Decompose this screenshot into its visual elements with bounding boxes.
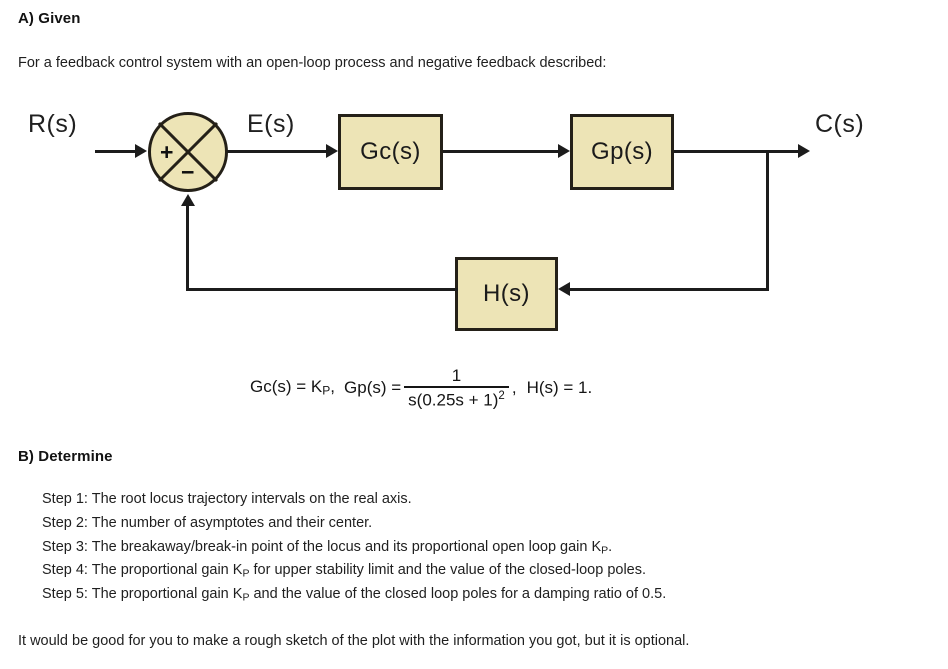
equation-process-lead: Gp(s) = bbox=[344, 377, 402, 397]
section-heading-determine: B) Determine bbox=[18, 448, 113, 465]
equation-fraction-denominator: s(0.25s + 1)2 bbox=[404, 386, 509, 409]
equation-fraction-numerator: 1 bbox=[451, 366, 462, 385]
wire-output-branch-down bbox=[766, 150, 769, 291]
equation-controller-subscript: P bbox=[322, 384, 331, 398]
arrowhead-output-cs bbox=[798, 144, 810, 158]
step-text-pre: Step 1: The root locus trajectory interv… bbox=[42, 491, 412, 507]
step-text-pre: Step 3: The breakaway/break-in point of … bbox=[42, 538, 602, 555]
step-subscript: P bbox=[242, 591, 250, 604]
diagram-label-input-rs: R(s) bbox=[28, 110, 78, 138]
step-text-post: and the value of the closed loop poles f… bbox=[249, 586, 667, 603]
wire-summing-to-controller bbox=[227, 150, 331, 153]
arrowhead-into-process bbox=[558, 144, 570, 158]
summing-sign-negative: − bbox=[181, 159, 195, 185]
closing-note-text: It would be good for you to make a rough… bbox=[18, 633, 690, 649]
diagram-label-output-cs: C(s) bbox=[815, 110, 865, 138]
block-feedback-h: H(s) bbox=[455, 257, 558, 331]
arrowhead-into-controller bbox=[326, 144, 338, 158]
equation-denominator-text: s(0.25s + 1) bbox=[408, 390, 499, 410]
block-process-gp: Gp(s) bbox=[570, 114, 674, 190]
summing-junction: + − bbox=[148, 112, 228, 192]
arrowhead-into-summing bbox=[135, 144, 147, 158]
wire-branch-to-feedback-block bbox=[570, 288, 769, 291]
step-text-pre: Step 2: The number of asymptotes and the… bbox=[42, 514, 373, 531]
transfer-function-equation: Gc(s) = KP, Gp(s) = 1 s(0.25s + 1)2 , H(… bbox=[250, 366, 592, 409]
list-item: Step 3: The breakaway/break-in point of … bbox=[42, 537, 666, 561]
wire-input-to-summing bbox=[95, 150, 143, 153]
wire-feedback-return-horizontal bbox=[186, 288, 458, 291]
step-text-post: . bbox=[608, 538, 613, 555]
list-item: Step 1: The root locus trajectory interv… bbox=[42, 489, 666, 513]
step-text-post: for upper stability limit and the value … bbox=[249, 562, 647, 579]
list-item: Step 2: The number of asymptotes and the… bbox=[42, 513, 666, 537]
block-diagram: R(s) E(s) C(s) + − Gc(s) Gp(s) bbox=[0, 96, 948, 346]
arrowhead-into-feedback-block bbox=[558, 282, 570, 296]
summing-junction-cross-icon bbox=[157, 121, 219, 183]
wire-feedback-return-vertical bbox=[186, 206, 189, 291]
list-item: Step 4: The proportional gain KP for upp… bbox=[42, 560, 666, 584]
arrowhead-into-summing-feedback bbox=[181, 194, 195, 206]
equation-controller-lead: Gc(s) = KP, bbox=[250, 377, 335, 398]
list-item: Step 5: The proportional gain KP and the… bbox=[42, 584, 666, 608]
equation-controller-comma: , bbox=[330, 377, 336, 397]
step-text-pre: Step 4: The proportional gain K bbox=[42, 562, 243, 579]
equation-fraction-comma: , bbox=[511, 377, 517, 397]
step-text-pre: Step 5: The proportional gain K bbox=[42, 586, 243, 603]
equation-controller-text: Gc(s) = K bbox=[250, 377, 323, 397]
given-intro-text: For a feedback control system with an op… bbox=[18, 55, 607, 71]
step-subscript: P bbox=[601, 543, 609, 556]
equation-feedback-text: H(s) = 1. bbox=[526, 377, 593, 397]
section-heading-given: A) Given bbox=[18, 10, 81, 27]
equation-denominator-exponent: 2 bbox=[498, 390, 505, 403]
determine-steps-list: Step 1: The root locus trajectory interv… bbox=[42, 489, 666, 608]
wire-process-to-output bbox=[674, 150, 804, 153]
block-controller-gc: Gc(s) bbox=[338, 114, 443, 190]
summing-sign-positive: + bbox=[160, 139, 174, 165]
wire-controller-to-process bbox=[443, 150, 563, 153]
equation-process-fraction: 1 s(0.25s + 1)2 bbox=[404, 366, 509, 409]
diagram-label-error-es: E(s) bbox=[247, 110, 295, 138]
step-subscript: P bbox=[242, 567, 250, 580]
